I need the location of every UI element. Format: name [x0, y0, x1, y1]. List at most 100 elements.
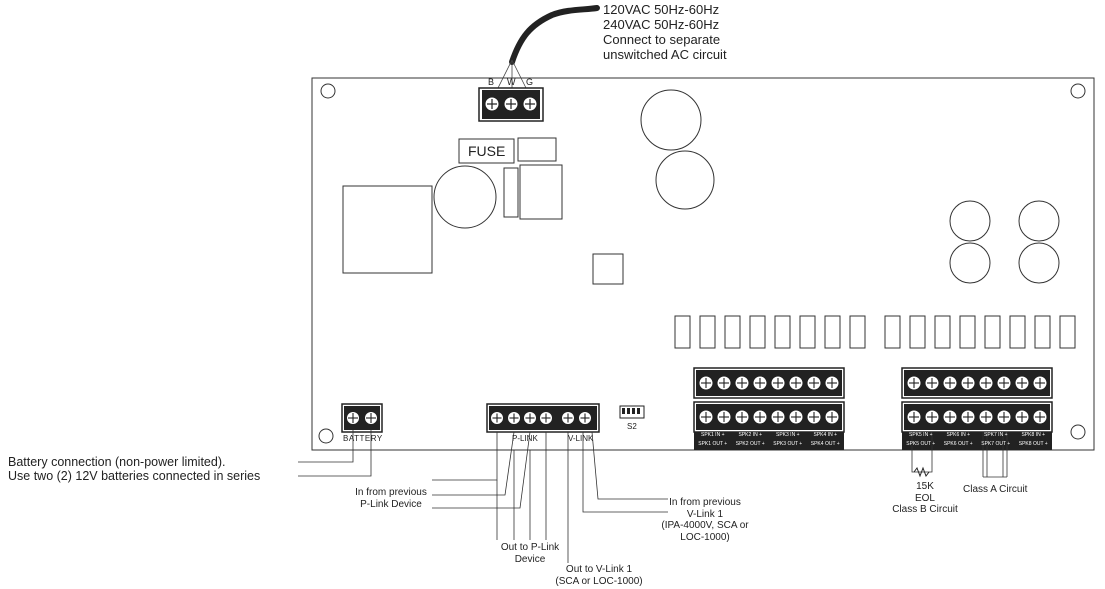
spk-left-bottom-screw-7	[806, 409, 822, 425]
ac-power-cable	[509, 5, 600, 65]
spk-right-bottom-screw-7	[1014, 409, 1030, 425]
spk-left-top-screw-7	[806, 375, 822, 391]
capacitor	[433, 165, 497, 229]
spk-right-top-screw-4	[960, 375, 976, 391]
spk-left-bottom-screw-2	[716, 409, 732, 425]
plink-out-line1: Out to P-Link	[500, 542, 560, 553]
spk-right-top-screw-8	[1032, 375, 1048, 391]
speaker-out-label: SPK1 OUT +	[698, 441, 728, 447]
relay-13	[984, 315, 1001, 349]
power-note-line3: Connect to separate	[603, 31, 721, 47]
speaker-in-label: SPK4 IN +	[813, 432, 837, 438]
spk-left-top-screw-4	[752, 375, 768, 391]
ac-terminal-g: G	[526, 77, 534, 87]
speaker-terminals-right	[901, 367, 1053, 450]
plink-in-line1: In from previous	[355, 487, 427, 498]
spk-left-bottom-screw-5	[770, 409, 786, 425]
plink-out-line2: Device	[514, 553, 546, 565]
spk-right-bottom-screw-8	[1032, 409, 1048, 425]
dip-switch-s2	[619, 405, 645, 419]
spk-left-top-screw-3	[734, 375, 750, 391]
relay-7	[824, 315, 841, 349]
plink-label: P-LINK	[512, 434, 538, 443]
dip-switch-label: S2	[627, 422, 637, 431]
capacitor-large-2	[655, 150, 715, 210]
vlink-in-line4: LOC-1000)	[680, 531, 730, 543]
battery-note-line1: Battery connection (non-power limited).	[8, 455, 226, 469]
speaker-in-label: SPK1 IN +	[701, 432, 725, 438]
relay-6	[799, 315, 816, 349]
relay-row	[674, 315, 1076, 349]
speaker-in-label: SPK6 IN +	[946, 432, 970, 438]
fuse-holder	[517, 137, 557, 162]
eol-note-line3: Class B Circuit	[892, 504, 958, 515]
component-small	[503, 167, 519, 218]
relay-1	[674, 315, 691, 349]
plink-in-note: In from previous P-Link Device	[340, 487, 442, 510]
relay-12	[959, 315, 976, 349]
vlink-label: V-LINK	[568, 434, 594, 443]
vlink-in-line2: V-Link 1	[686, 508, 724, 520]
relay-4	[749, 315, 766, 349]
class-a-label: Class A Circuit	[963, 484, 1028, 495]
link-terminal-block	[486, 403, 600, 433]
speaker-out-label: SPK4 OUT +	[810, 441, 840, 447]
battery-terminal-block	[341, 403, 383, 433]
spk-right-bottom-screw-6	[996, 409, 1012, 425]
spk-left-top-screw-8	[824, 375, 840, 391]
speaker-out-label: SPK5 OUT +	[906, 441, 936, 447]
battery-label: BATTERY	[343, 434, 383, 443]
link-screw-4	[539, 411, 553, 425]
speaker-in-label: SPK8 IN +	[1021, 432, 1045, 438]
transformer	[342, 185, 433, 274]
mounting-holes	[318, 83, 1086, 444]
plink-in-line2: P-Link Device	[360, 498, 422, 510]
eol-note: 15K EOL Class B Circuit	[880, 481, 970, 516]
speaker-in-label: SPK5 IN +	[909, 432, 933, 438]
speaker-in-label: SPK3 IN +	[776, 432, 800, 438]
speaker-in-label: SPK7 IN +	[984, 432, 1008, 438]
spk-left-top-screw-5	[770, 375, 786, 391]
spk-right-top-screw-5	[978, 375, 994, 391]
spk-left-bottom-screw-3	[734, 409, 750, 425]
spk-left-bottom-screw-6	[788, 409, 804, 425]
spk-right-bottom-screw-2	[924, 409, 940, 425]
relay-2	[699, 315, 716, 349]
relay-3	[724, 315, 741, 349]
fuse	[458, 138, 515, 164]
speaker-in-label: SPK2 IN +	[738, 432, 762, 438]
relay-16	[1059, 315, 1076, 349]
relay-5	[774, 315, 791, 349]
power-note-line1: 120VAC 50Hz-60Hz	[603, 2, 720, 17]
spk-right-bottom-screw-1	[906, 409, 922, 425]
link-screw-2	[507, 411, 521, 425]
speaker-out-label: SPK3 OUT +	[773, 441, 803, 447]
spk-left-top-screw-2	[716, 375, 732, 391]
spk-right-top-screw-2	[924, 375, 940, 391]
speaker-out-label: SPK6 OUT +	[943, 441, 973, 447]
vlink-in-line1: In from previous	[669, 497, 741, 508]
capacitor-bank	[949, 200, 1060, 284]
vlink-out-line1: Out to V-Link 1	[565, 564, 633, 575]
spk-right-top-screw-3	[942, 375, 958, 391]
wiring-lines	[298, 430, 1008, 563]
vlink-in-line3: (IPA-4000V, SCA or	[661, 520, 749, 531]
relay-10	[909, 315, 926, 349]
relay	[519, 164, 563, 220]
power-note: 120VAC 50Hz-60Hz 240VAC 50Hz-60Hz Connec…	[603, 2, 727, 63]
vlink-out-line2: (SCA or LOC-1000)	[555, 575, 643, 587]
ac-terminal-block	[478, 87, 544, 122]
plink-out-note: Out to P-Link Device	[486, 542, 574, 565]
speaker-terminals-left	[693, 367, 845, 450]
ic-chip	[592, 253, 624, 285]
spk-right-top-screw-1	[906, 375, 922, 391]
spk-right-top-screw-7	[1014, 375, 1030, 391]
spk-left-bottom-screw-8	[824, 409, 840, 425]
capacitor-large-1	[640, 89, 702, 151]
speaker-out-label: SPK2 OUT +	[735, 441, 765, 447]
power-note-line2: 240VAC 50Hz-60Hz	[603, 16, 720, 32]
spk-right-top-screw-6	[996, 375, 1012, 391]
relay-8	[849, 315, 866, 349]
speaker-out-label: SPK7 OUT +	[981, 441, 1011, 447]
